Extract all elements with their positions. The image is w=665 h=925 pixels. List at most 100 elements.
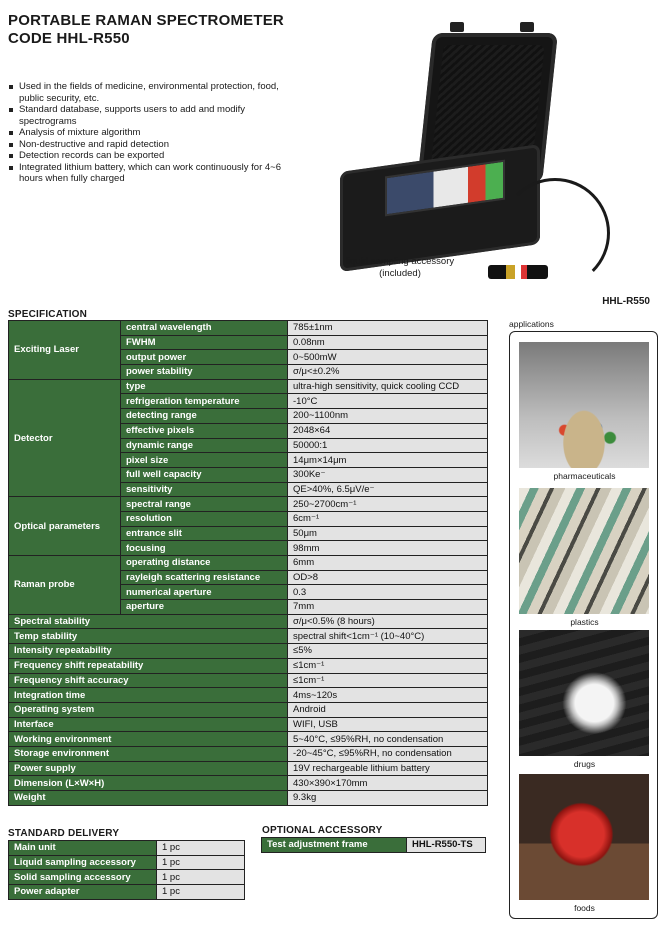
spec-value: 19V rechargeable lithium battery xyxy=(287,760,488,777)
feature-item: Used in the fields of medicine, environm… xyxy=(8,81,298,104)
spec-value: 6cm⁻¹ xyxy=(287,510,488,527)
delivery-item: Solid sampling accessory xyxy=(8,869,157,886)
table-row: Dimension (L×W×H)430×390×170mm xyxy=(8,775,488,791)
spec-param: Dimension (L×W×H) xyxy=(8,775,288,791)
delivery-item: Liquid sampling accessory xyxy=(8,854,157,871)
page-title: PORTABLE RAMAN SPECTROMETER CODE HHL-R55… xyxy=(8,12,284,48)
spec-value: σ/μ<±0.2% xyxy=(287,364,488,380)
delivery-title: STANDARD DELIVERY xyxy=(8,828,120,839)
accessory-item: Test adjustment frame xyxy=(261,837,407,853)
spec-value: spectral shift<1cm⁻¹ (10~40°C) xyxy=(287,628,488,645)
spec-value: 0~500mW xyxy=(287,349,488,366)
spec-value: 0.3 xyxy=(287,584,488,601)
plastics-image xyxy=(519,488,649,614)
spec-value: 9.3kg xyxy=(287,790,488,806)
spec-param: Working environment xyxy=(8,731,288,747)
spec-value: 785±1nm xyxy=(287,320,488,336)
spec-value: 250~2700cm⁻¹ xyxy=(287,496,488,512)
table-row: Storage environment-20~45°C, ≤95%RH, no … xyxy=(8,745,488,762)
spec-value: ultra-high sensitivity, quick cooling CC… xyxy=(287,378,488,395)
spec-value: 2048×64 xyxy=(287,422,488,439)
spec-value: -10°C xyxy=(287,393,488,410)
spec-param: effective pixels xyxy=(120,422,288,439)
spec-group-label: Raman probe xyxy=(8,555,121,615)
spec-value: 6mm xyxy=(287,555,488,571)
spec-param: numerical aperture xyxy=(120,584,288,601)
spec-value: σ/μ<0.5% (8 hours) xyxy=(287,613,488,630)
spec-param: Frequency shift repeatability xyxy=(8,657,288,674)
delivery-value: 1 pc xyxy=(156,869,245,886)
spec-value: ≤1cm⁻¹ xyxy=(287,657,488,674)
spec-param: Operating system xyxy=(8,701,288,718)
spec-param: entrance slit xyxy=(120,525,288,542)
spec-value: 0.08nm xyxy=(287,334,488,351)
accessory-title: OPTIONAL ACCESSORY xyxy=(262,825,383,836)
spec-param: Power supply xyxy=(8,760,288,777)
delivery-value: 1 pc xyxy=(156,854,245,871)
spec-param: FWHM xyxy=(120,334,288,351)
spec-value: 50μm xyxy=(287,525,488,542)
delivery-item: Main unit xyxy=(8,840,157,856)
foods-image xyxy=(519,774,649,900)
spec-param: sensitivity xyxy=(120,481,288,498)
feature-item: Non-destructive and rapid detection xyxy=(8,139,298,151)
latch-icon xyxy=(520,22,534,32)
table-row: Frequency shift accuracy≤1cm⁻¹ xyxy=(8,672,488,689)
spec-param: Integration time xyxy=(8,687,288,703)
spec-value: ≤5% xyxy=(287,643,488,659)
feature-item: Integrated lithium battery, which can wo… xyxy=(8,162,298,185)
spec-param: Spectral stability xyxy=(8,613,288,630)
spec-value: QE>40%, 6.5μV/e⁻ xyxy=(287,481,488,498)
model-label: HHL-R550 xyxy=(602,296,650,307)
spec-param: Frequency shift accuracy xyxy=(8,672,288,689)
app-caption: drugs xyxy=(573,759,596,769)
spec-value: 98mm xyxy=(287,540,488,556)
accessory-label: liquid sampling accessory (included) xyxy=(345,256,455,279)
spec-param: Weight xyxy=(8,790,288,806)
feature-list: Used in the fields of medicine, environm… xyxy=(8,81,298,185)
title-line-2: CODE HHL-R550 xyxy=(8,30,130,47)
spec-group-label: Exciting Laser xyxy=(8,320,121,380)
spec-value: Android xyxy=(287,701,488,718)
spec-param: output power xyxy=(120,349,288,366)
table-row: Intensity repeatability≤5% xyxy=(8,643,488,659)
spec-param: detecting range xyxy=(120,408,288,424)
spec-param: Intensity repeatability xyxy=(8,643,288,659)
spec-param: power stability xyxy=(120,364,288,380)
app-caption: pharmaceuticals xyxy=(553,471,616,481)
spec-value: 5~40°C, ≤95%RH, no condensation xyxy=(287,731,488,747)
spec-param: focusing xyxy=(120,540,288,556)
spec-param: refrigeration temperature xyxy=(120,393,288,410)
title-line-1: PORTABLE RAMAN SPECTROMETER xyxy=(8,12,284,29)
applications-label: applications xyxy=(509,319,554,329)
app-caption: plastics xyxy=(570,617,599,627)
spec-param: full well capacity xyxy=(120,466,288,483)
spec-value: 4ms~120s xyxy=(287,687,488,703)
spec-param: Temp stability xyxy=(8,628,288,645)
accessory-value: HHL-R550-TS xyxy=(406,837,486,853)
spec-value: OD>8 xyxy=(287,569,488,586)
spec-value: 7mm xyxy=(287,599,488,615)
feature-item: Detection records can be exported xyxy=(8,150,298,162)
